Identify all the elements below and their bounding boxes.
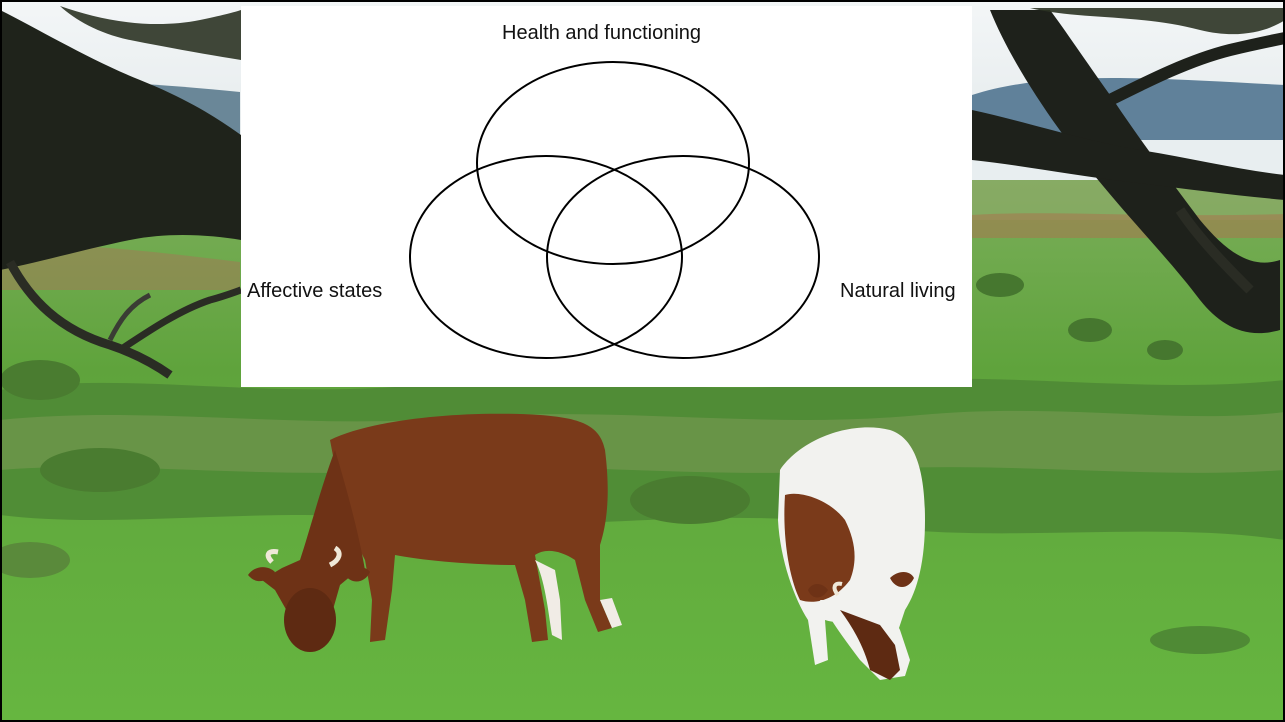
grass-tuft (40, 448, 160, 492)
label-health-and-functioning: Health and functioning (502, 22, 701, 45)
reddish-reeds-right (972, 213, 1285, 238)
grass-tuft (1147, 340, 1183, 360)
grass-tuft (976, 273, 1024, 297)
circle-health-and-functioning (477, 62, 749, 264)
grass-tuft (1150, 626, 1250, 654)
rushes-highlight (0, 411, 1285, 473)
venn-diagram (241, 6, 972, 387)
grass-tuft (630, 476, 750, 524)
label-natural-living: Natural living (840, 280, 956, 303)
grass-tuft (1068, 318, 1112, 342)
grass-tuft (0, 360, 80, 400)
label-affective-states: Affective states (247, 280, 382, 303)
venn-diagram-panel: Health and functioning Affective states … (241, 6, 972, 387)
